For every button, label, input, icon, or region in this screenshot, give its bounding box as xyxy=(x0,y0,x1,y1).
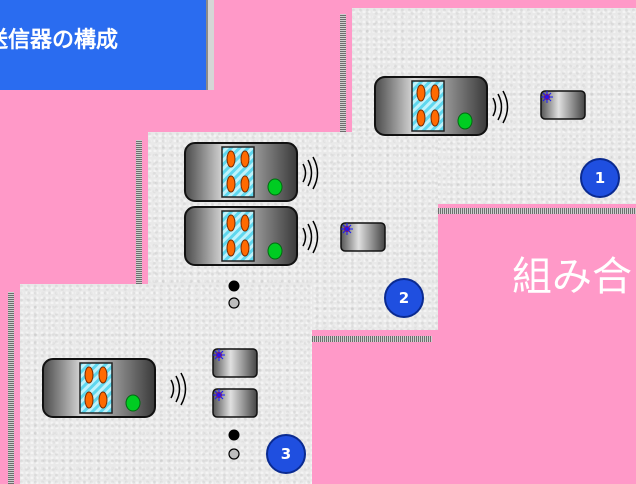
step-badge-3: 3 xyxy=(266,434,306,474)
ellipsis-dots-icon xyxy=(228,429,240,460)
receiver-icon xyxy=(212,388,258,418)
radio-wave-icon xyxy=(302,156,319,190)
panel-1-frame-bottom xyxy=(340,208,636,214)
title-box: 送信器の構成 xyxy=(0,0,208,90)
remote-transmitter-icon xyxy=(374,76,488,136)
slide-title: 送信器の構成 xyxy=(0,28,119,53)
step-badge-2: 2 xyxy=(384,278,424,318)
radio-wave-icon xyxy=(492,90,509,124)
radio-wave-icon xyxy=(302,220,319,254)
step-badge-1: 1 xyxy=(580,158,620,198)
panel-3-frame-left xyxy=(8,292,14,484)
ellipsis-dots-icon xyxy=(228,280,240,309)
remote-transmitter-icon xyxy=(184,142,298,202)
remote-transmitter-icon xyxy=(42,358,156,418)
remote-transmitter-icon xyxy=(184,206,298,266)
side-title-text: 組み合 xyxy=(512,254,632,300)
receiver-icon xyxy=(540,90,586,120)
panel-2-frame-left xyxy=(136,140,142,340)
receiver-icon xyxy=(212,348,258,378)
panel-1-frame-left xyxy=(340,14,346,214)
radio-wave-icon xyxy=(170,372,187,406)
receiver-icon xyxy=(340,222,386,252)
